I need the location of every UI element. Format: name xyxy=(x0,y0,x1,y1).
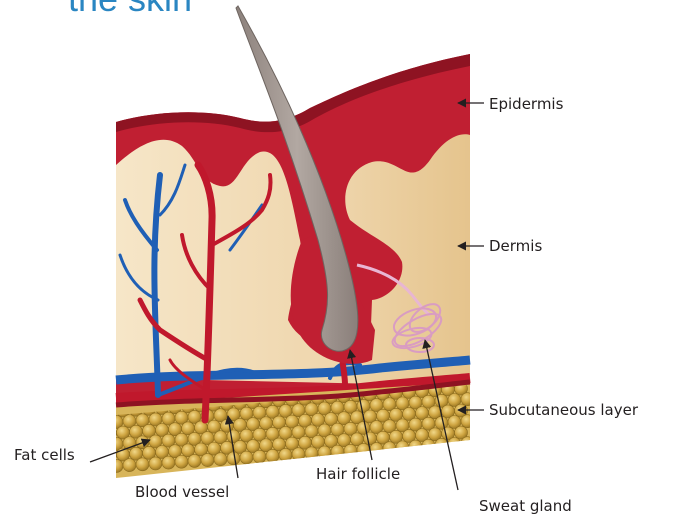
fat-cell xyxy=(201,454,214,467)
fat-cell xyxy=(292,448,305,461)
fat-cell xyxy=(305,447,318,460)
fat-cell xyxy=(104,449,117,462)
fat-cell xyxy=(370,443,383,456)
fat-cell xyxy=(448,438,461,451)
fat-cell xyxy=(240,451,253,464)
fat-cell xyxy=(123,459,136,472)
fat-cell xyxy=(136,458,149,471)
fat-cell xyxy=(149,457,162,470)
fat-cell xyxy=(110,459,123,472)
label-fat-cells: Fat cells xyxy=(14,446,75,464)
fat-cell xyxy=(162,456,175,469)
fat-cell xyxy=(104,427,117,440)
fat-cell xyxy=(331,445,344,458)
fat-cell xyxy=(357,443,370,456)
fat-cell xyxy=(344,444,357,457)
fat-cell xyxy=(266,449,279,462)
fat-cell xyxy=(279,448,292,461)
label-epidermis: Epidermis xyxy=(489,95,563,113)
label-blood-vessel: Blood vessel xyxy=(135,483,229,501)
fat-cell xyxy=(396,441,409,454)
fat-cell xyxy=(435,438,448,451)
fat-cell xyxy=(422,439,435,452)
fat-cell xyxy=(383,442,396,455)
label-dermis: Dermis xyxy=(489,237,542,255)
fat-cell xyxy=(461,437,474,450)
fat-cell xyxy=(409,440,422,453)
fat-cell xyxy=(253,450,266,463)
fat-cell xyxy=(175,455,188,468)
fat-cell xyxy=(104,405,117,418)
fat-cell xyxy=(461,415,474,428)
fat-cell xyxy=(461,393,474,406)
fat-cell xyxy=(318,446,331,459)
label-hair-follicle: Hair follicle xyxy=(316,465,400,483)
label-sweat-gland: Sweat gland xyxy=(479,497,572,515)
fat-cell xyxy=(214,453,227,466)
fat-cell xyxy=(188,454,201,467)
label-subcutaneous-layer: Subcutaneous layer xyxy=(489,401,638,419)
